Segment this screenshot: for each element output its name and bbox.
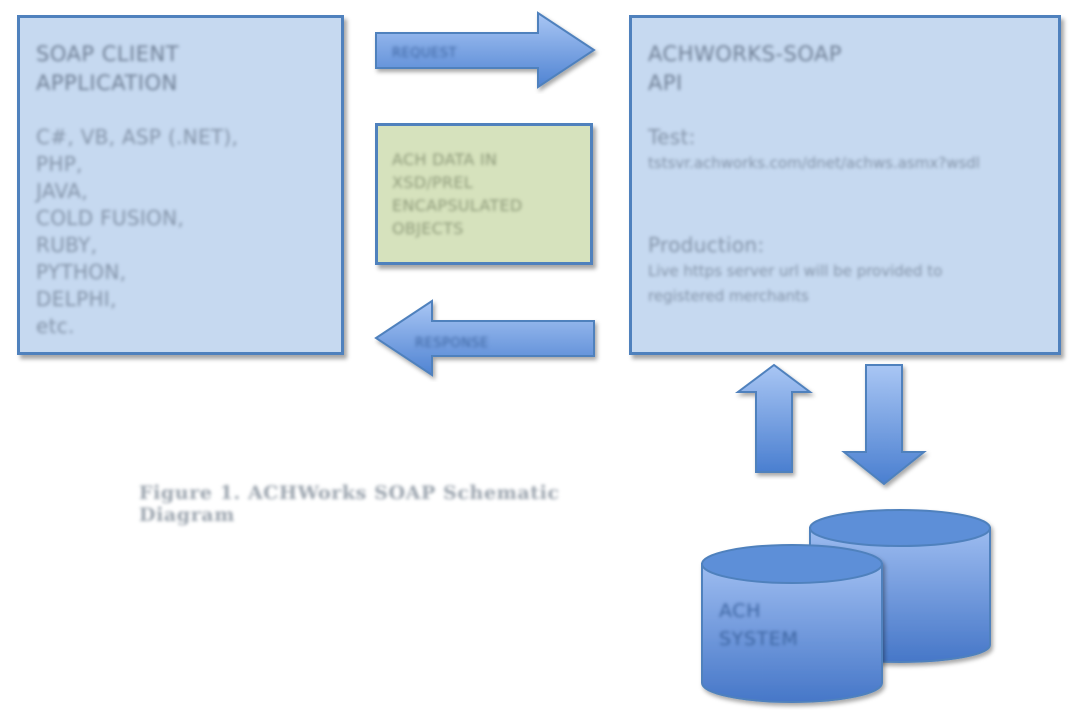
ach-system-database: ACH SYSTEM <box>695 505 1005 714</box>
api-title-line2: API <box>648 71 683 95</box>
api-title-line1: ACHWORKS-SOAP <box>648 42 843 66</box>
client-language: etc. <box>36 314 75 338</box>
ach-system-line1: ACH <box>719 600 762 622</box>
production-text-line1: Live https server url will be provided t… <box>648 262 943 280</box>
client-title-line2: APPLICATION <box>36 71 178 95</box>
payload-line: XSD/PREL <box>392 173 474 192</box>
achworks-api-box: ACHWORKS-SOAP API Test: tstsvr.achworks.… <box>629 15 1061 355</box>
figure-caption: Figure 1. ACHWorks SOAP Schematic Diagra… <box>139 482 560 526</box>
payload-line: ACH DATA IN <box>392 150 498 169</box>
down-arrow <box>841 364 927 486</box>
response-arrow <box>374 299 595 377</box>
client-language-list: C#, VB, ASP (.NET), PHP, JAVA, COLD FUSI… <box>36 124 238 340</box>
request-arrow <box>375 11 596 89</box>
production-text-line2: registered merchants <box>648 287 809 305</box>
client-language: DELPHI, <box>36 287 117 311</box>
payload-line: ENCAPSULATED <box>392 196 523 215</box>
client-title-line1: SOAP CLIENT <box>36 42 180 66</box>
client-language: JAVA, <box>36 179 88 203</box>
request-label: REQUEST <box>392 46 457 61</box>
response-label: RESPONSE <box>415 336 489 351</box>
ach-system-line2: SYSTEM <box>719 628 799 650</box>
client-language: C#, VB, ASP (.NET), <box>36 125 239 149</box>
client-language: PHP, <box>36 152 83 176</box>
test-label: Test: <box>648 125 696 149</box>
up-arrow <box>735 363 813 473</box>
database-cylinder-front <box>701 544 883 703</box>
client-language: RUBY, <box>36 233 98 257</box>
soap-client-box: SOAP CLIENT APPLICATION C#, VB, ASP (.NE… <box>17 15 344 355</box>
payload-line: OBJECTS <box>392 219 464 238</box>
production-label: Production: <box>648 233 765 257</box>
client-language: COLD FUSION, <box>36 206 185 230</box>
test-url: tstsvr.achworks.com/dnet/achws.asmx?wsdl <box>648 154 980 172</box>
client-language: PYTHON, <box>36 260 127 284</box>
payload-note-box: ACH DATA IN XSD/PREL ENCAPSULATED OBJECT… <box>375 123 593 265</box>
